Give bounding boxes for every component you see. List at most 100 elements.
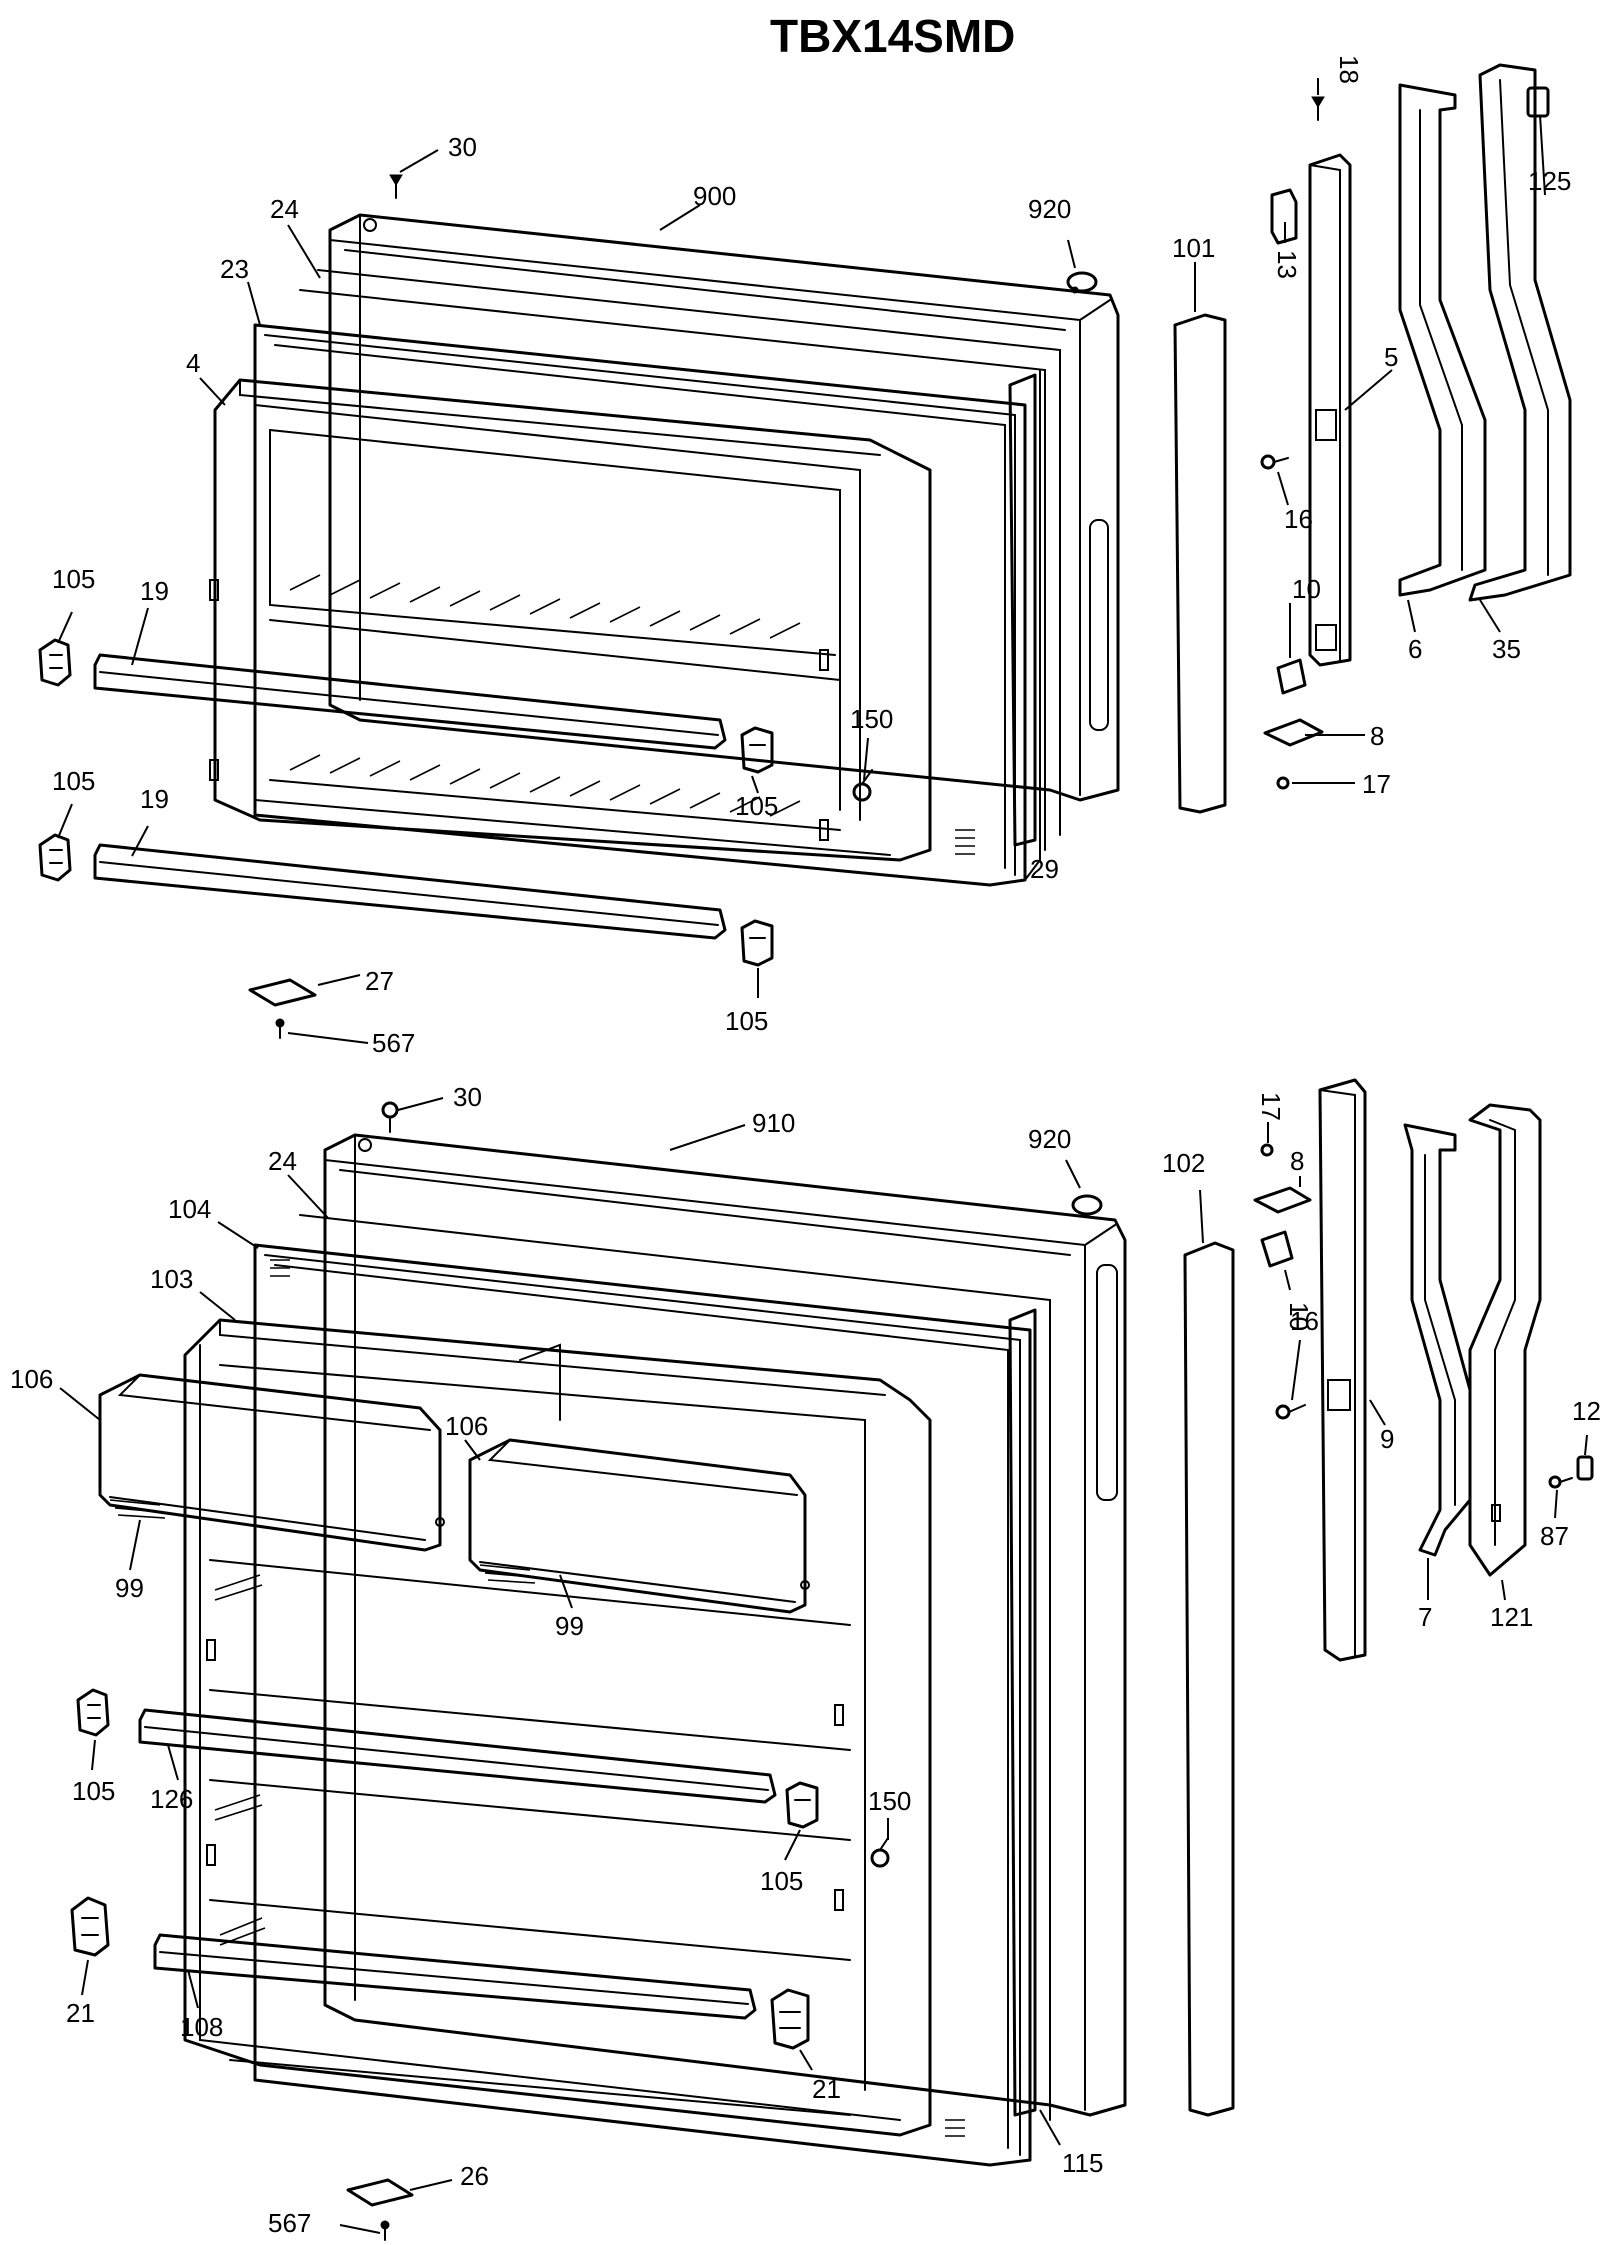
label-115: 115 <box>1062 2148 1103 2178</box>
label-17-freezer: 17 <box>1362 769 1391 799</box>
label-150-fresh-food: 150 <box>868 1786 911 1816</box>
fresh-food-stop-strip <box>1183 1241 1235 2117</box>
label-102: 102 <box>1162 1148 1205 1178</box>
freezer-door-liner <box>209 378 932 862</box>
label-105-fresh-food-right: 105 <box>760 1866 803 1896</box>
label-21-right: 21 <box>812 2074 841 2104</box>
freezer-bracket-10 <box>1276 658 1307 695</box>
label-108: 108 <box>180 2012 223 2042</box>
label-105-freezer-left-lower: 105 <box>52 766 95 796</box>
model-title: TBX14SMD <box>770 10 1015 62</box>
label-7: 7 <box>1418 1602 1432 1632</box>
label-920-fresh-food: 920 <box>1028 1124 1071 1154</box>
label-104: 104 <box>168 1194 211 1224</box>
label-21-left: 21 <box>66 1998 95 2028</box>
freezer-screw-18 <box>1311 96 1325 121</box>
label-19-upper: 19 <box>140 576 169 606</box>
freezer-door-group <box>38 63 1572 1044</box>
freezer-gasket-side <box>1008 373 1037 847</box>
fresh-food-plug-920 <box>1071 1194 1103 1216</box>
fresh-food-screw-17 <box>1260 1143 1274 1157</box>
label-9: 9 <box>1380 1424 1394 1454</box>
fresh-food-clip-105-left <box>76 1688 110 1737</box>
freezer-handle-outer <box>1468 63 1572 602</box>
fresh-food-handle-outer <box>1468 1103 1542 1577</box>
label-106-left: 106 <box>10 1364 53 1394</box>
freezer-gasket <box>253 269 1061 887</box>
freezer-shelf-bar-upper <box>93 653 727 750</box>
freezer-handle-trim <box>1308 153 1352 667</box>
fresh-food-clip-105-right <box>785 1781 819 1829</box>
label-35: 35 <box>1492 634 1521 664</box>
label-10-freezer: 10 <box>1292 574 1321 604</box>
label-23: 23 <box>220 254 249 284</box>
fresh-food-hinge-plate-8 <box>1253 1186 1312 1214</box>
fresh-food-handle-bar <box>1403 1123 1472 1557</box>
label-99-right: 99 <box>555 1611 584 1641</box>
freezer-handle-13 <box>1270 188 1298 245</box>
label-8-freezer: 8 <box>1370 721 1384 751</box>
label-105-freezer-left-upper: 105 <box>52 564 95 594</box>
fresh-food-hinge-26 <box>346 2178 414 2241</box>
fresh-food-door-group <box>59 1078 1594 2241</box>
label-17-fresh-food: 17 <box>1256 1092 1286 1121</box>
fresh-food-cap-124 <box>1576 1455 1594 1481</box>
fresh-food-screw-87 <box>1548 1475 1573 1489</box>
label-124: 124 <box>1572 1396 1600 1426</box>
fresh-food-handle-trim <box>1318 1078 1367 1662</box>
freezer-screw-17 <box>1276 776 1290 790</box>
label-13: 13 <box>1272 250 1302 279</box>
freezer-clip-105-right-lower <box>740 919 774 967</box>
freezer-stop-strip <box>1173 313 1227 814</box>
fresh-food-clip-21-right <box>770 1988 810 2050</box>
label-920-freezer: 920 <box>1028 194 1071 224</box>
fresh-food-plug-150 <box>870 1837 890 1868</box>
freezer-shelf-bar-lower <box>93 843 727 940</box>
freezer-screw-16 <box>1260 454 1289 470</box>
label-105-fresh-food-left: 105 <box>72 1776 115 1806</box>
label-30-freezer: 30 <box>448 132 477 162</box>
freezer-screw-30 <box>389 174 403 199</box>
fresh-food-screw-30 <box>381 1101 399 1133</box>
label-4: 4 <box>186 348 200 378</box>
freezer-hinge-plate-8 <box>1263 718 1324 747</box>
freezer-plug-150 <box>852 769 873 802</box>
label-106-right: 106 <box>445 1411 488 1441</box>
label-5: 5 <box>1384 342 1398 372</box>
fresh-food-bracket-10 <box>1260 1230 1294 1268</box>
label-101: 101 <box>1172 233 1215 263</box>
fresh-food-shelf-bar <box>138 1708 777 1804</box>
freezer-clip-105-left-upper <box>38 638 72 687</box>
label-26: 26 <box>460 2161 489 2191</box>
label-16-fresh-food: 16 <box>1290 1306 1319 1336</box>
label-10-fresh-food: 10 <box>1284 1302 1314 1331</box>
fresh-food-gasket <box>253 1214 1051 2167</box>
freezer-hinge-27 <box>248 978 317 1039</box>
label-27: 27 <box>365 966 394 996</box>
label-121: 121 <box>1490 1602 1533 1632</box>
label-30-fresh-food: 30 <box>453 1082 482 1112</box>
label-567-freezer: 567 <box>372 1028 415 1058</box>
freezer-outer-door <box>328 213 1120 802</box>
label-105-freezer-right-upper: 105 <box>735 791 778 821</box>
freezer-handle-bar <box>1398 83 1487 597</box>
label-103: 103 <box>150 1264 193 1294</box>
label-910: 910 <box>752 1108 795 1138</box>
fresh-food-bin-left <box>98 1373 445 1552</box>
label-6: 6 <box>1408 634 1422 664</box>
freezer-cap-125 <box>1526 86 1550 118</box>
label-125: 125 <box>1528 166 1571 196</box>
fresh-food-shelf-bar-lower <box>153 1933 757 2020</box>
label-18: 18 <box>1334 55 1364 84</box>
label-567-fresh-food: 567 <box>268 2208 311 2238</box>
fresh-food-bin-right <box>468 1438 810 1614</box>
label-29: 29 <box>1030 854 1059 884</box>
label-24-freezer: 24 <box>270 194 299 224</box>
label-87: 87 <box>1540 1521 1569 1551</box>
label-99-left: 99 <box>115 1573 144 1603</box>
label-24-fresh-food: 24 <box>268 1146 297 1176</box>
label-16-freezer: 16 <box>1284 504 1313 534</box>
freezer-clip-105-left-lower <box>38 833 72 882</box>
fresh-food-gasket-side <box>1008 1308 1037 2117</box>
